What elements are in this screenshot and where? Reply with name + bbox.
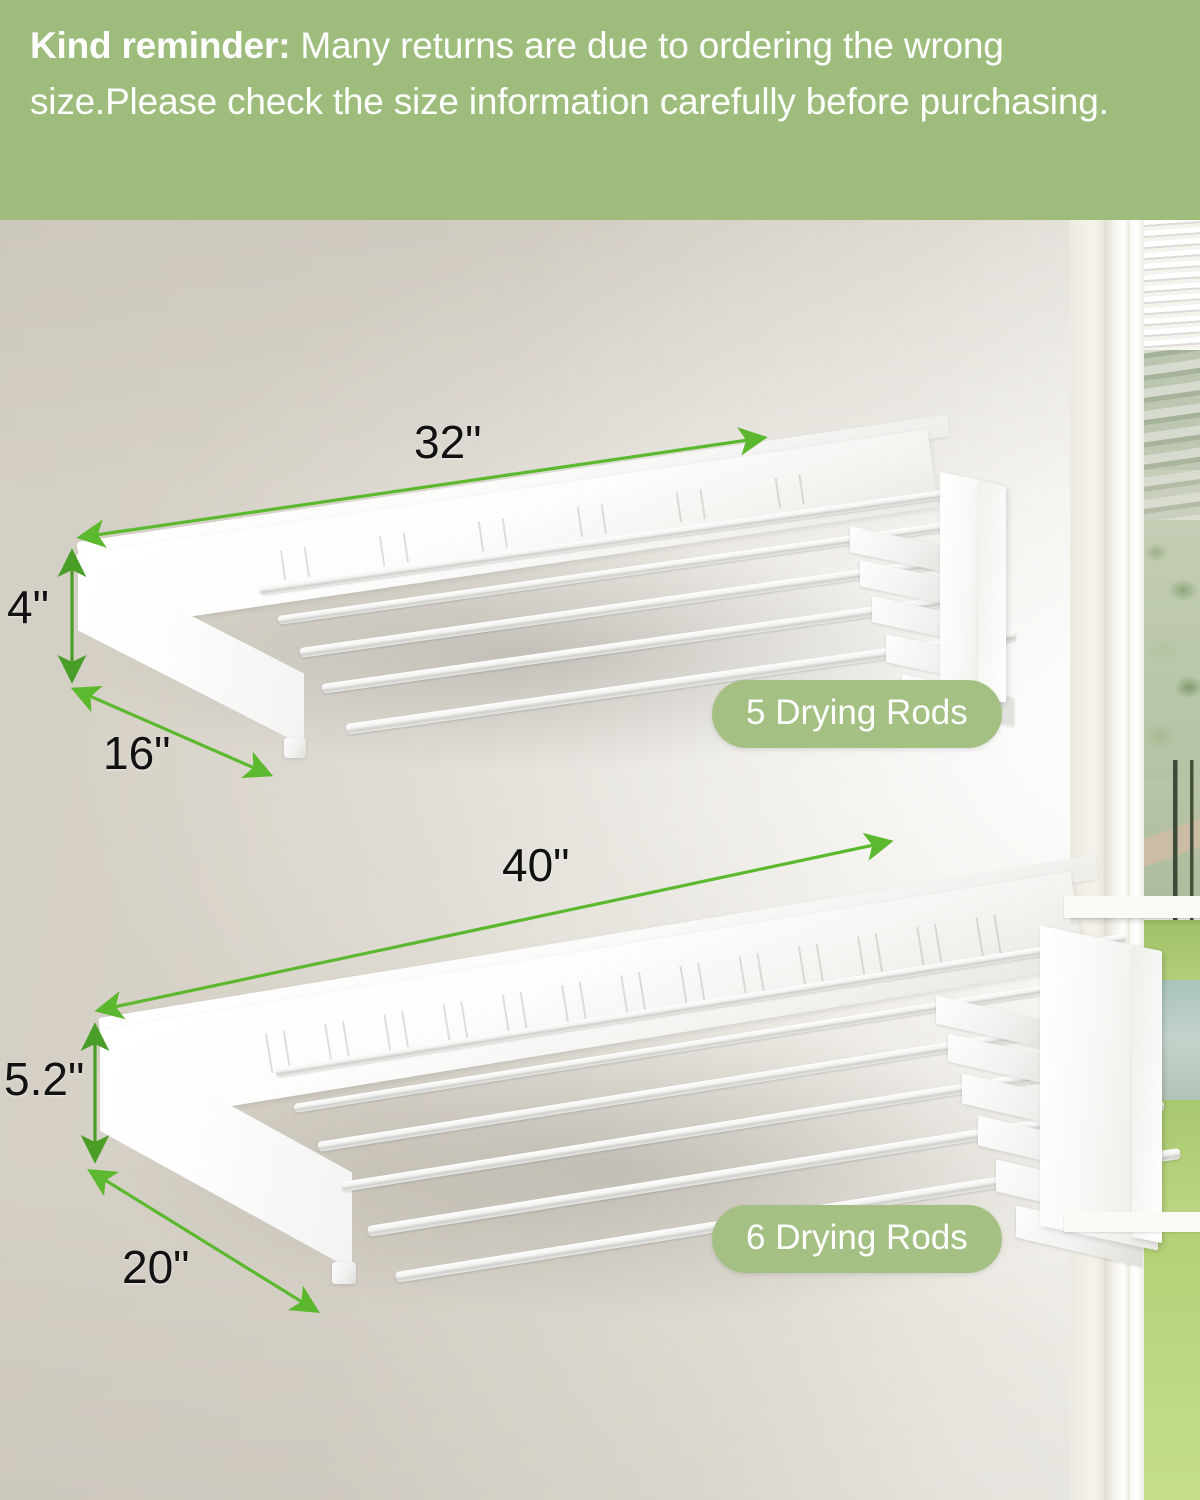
- banner-text: Kind reminder: Many returns are due to o…: [30, 18, 1178, 130]
- depth-label-16: 16": [103, 727, 171, 779]
- depth-label-20: 20": [122, 1241, 190, 1293]
- window-muntin: [1064, 896, 1200, 918]
- window-blinds: [1144, 220, 1200, 350]
- window-muntin: [1064, 1212, 1200, 1232]
- width-label-40: 40": [502, 839, 570, 891]
- kind-reminder-banner: Kind reminder: Many returns are due to o…: [0, 0, 1200, 220]
- width-label-32: 32": [414, 416, 482, 468]
- rods-badge-5: 5 Drying Rods: [712, 680, 1002, 748]
- wall-bracket-edge: [978, 481, 1006, 703]
- banner-body: Many returns are due to ordering the wro…: [30, 25, 1109, 122]
- height-label-4: 4": [7, 581, 49, 633]
- drying-rack-40: [80, 820, 1190, 1340]
- foliage: [1144, 520, 1200, 790]
- lawn-lower: [1144, 1230, 1200, 1500]
- height-label-52: 5.2": [4, 1053, 85, 1105]
- wall-bracket-edge: [1132, 944, 1162, 1244]
- rack-foot: [332, 1262, 356, 1284]
- window-sill-shadow: [1070, 918, 1200, 926]
- rack-foot: [284, 738, 306, 758]
- banner-lead: Kind reminder:: [30, 25, 291, 66]
- rods-badge-6: 6 Drying Rods: [712, 1205, 1002, 1273]
- window-casing-outer: [1104, 220, 1130, 1500]
- product-scene: 32" 4" 16" 5 Drying Rods: [0, 220, 1200, 1500]
